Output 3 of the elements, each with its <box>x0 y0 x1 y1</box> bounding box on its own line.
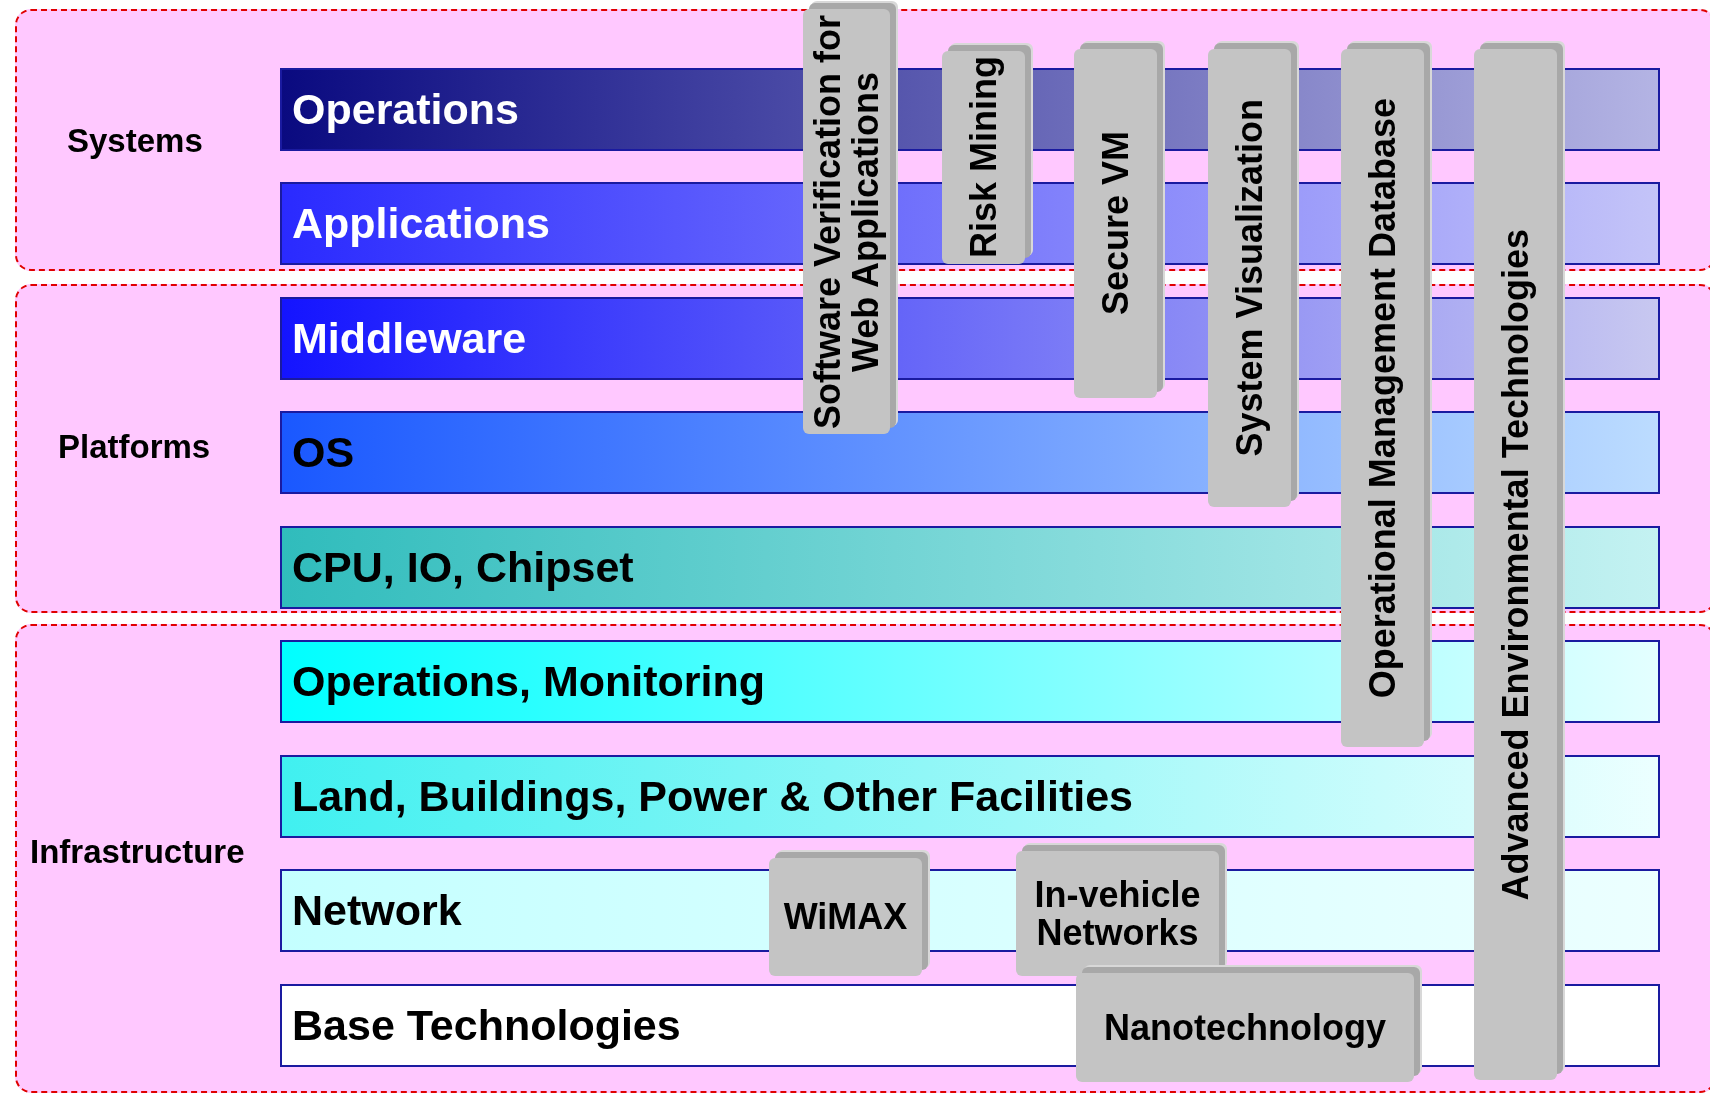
band-label: Infrastructure <box>30 833 245 871</box>
band-label: Systems <box>67 122 203 160</box>
band-label: Platforms <box>58 428 211 466</box>
